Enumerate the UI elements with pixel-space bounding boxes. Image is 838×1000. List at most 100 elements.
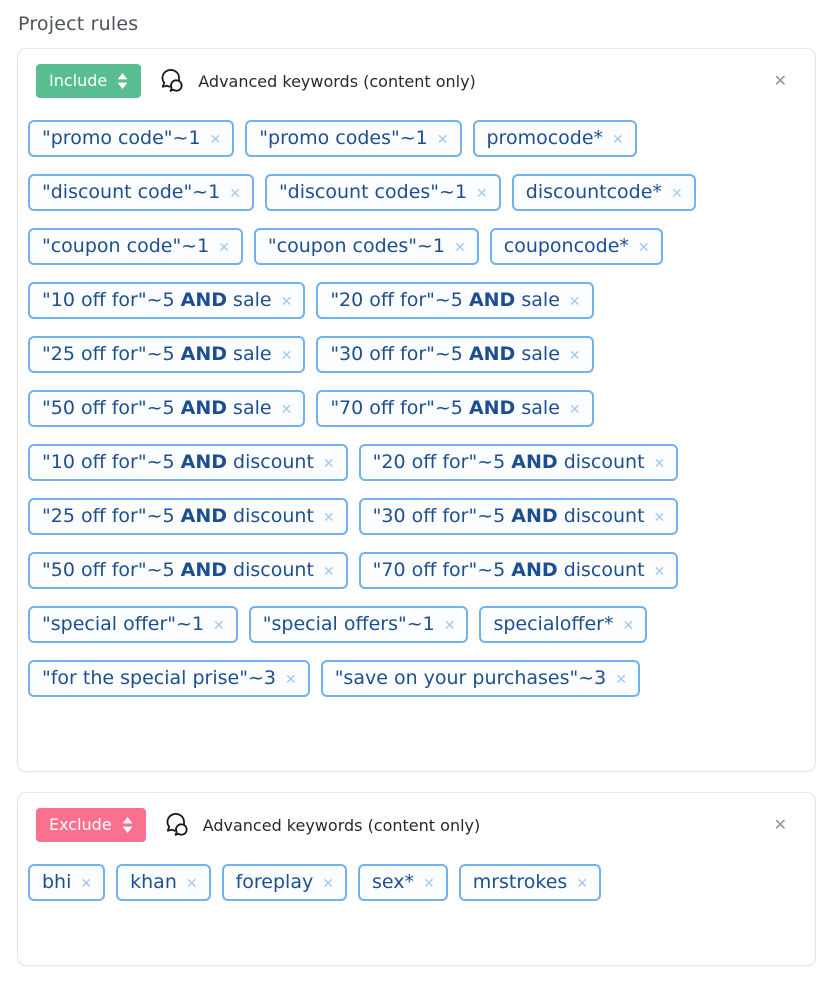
keyword-tag-label: "50 off for"~5 AND sale xyxy=(42,397,272,419)
keyword-tag-label: "50 off for"~5 AND discount xyxy=(42,559,314,581)
remove-tag-icon[interactable]: ✕ xyxy=(322,455,335,472)
remove-tag-icon[interactable]: ✕ xyxy=(209,131,222,148)
keyword-tag: couponcode* ✕ xyxy=(489,228,663,265)
keyword-tag: "coupon codes"~1 ✕ xyxy=(253,228,479,265)
keyword-tag: "10 off for"~5 AND sale ✕ xyxy=(28,282,306,319)
close-panel-icon[interactable]: ✕ xyxy=(773,71,787,90)
keyword-tag: "30 off for"~5 AND sale ✕ xyxy=(316,336,594,373)
keyword-tag-label: mrstrokes xyxy=(472,871,568,893)
keyword-tag: bhi ✕ xyxy=(28,864,106,901)
keyword-tag: promocode* ✕ xyxy=(472,120,637,157)
remove-tag-icon[interactable]: ✕ xyxy=(637,239,650,256)
keyword-tag: "promo codes"~1 ✕ xyxy=(245,120,462,157)
remove-tag-icon[interactable]: ✕ xyxy=(454,239,466,256)
remove-tag-icon[interactable]: ✕ xyxy=(653,563,666,580)
remove-tag-icon[interactable]: ✕ xyxy=(185,875,198,892)
keyword-tag: khan ✕ xyxy=(116,864,211,901)
keyword-tag-label: "promo codes"~1 xyxy=(259,127,428,149)
remove-tag-icon[interactable]: ✕ xyxy=(622,617,635,634)
keyword-tag-label: "10 off for"~5 AND sale xyxy=(42,289,272,311)
keyword-tag-label: bhi xyxy=(42,871,72,893)
remove-tag-icon[interactable]: ✕ xyxy=(280,293,293,310)
remove-tag-icon[interactable]: ✕ xyxy=(229,185,241,202)
remove-tag-icon[interactable]: ✕ xyxy=(576,875,589,892)
keyword-tag: "20 off for"~5 AND sale✕ xyxy=(316,282,594,319)
keyword-tag-label: "for the special prise"~3 xyxy=(42,667,276,689)
keyword-tag-label: sex* xyxy=(371,871,414,893)
keyword-tag-label: "30 off for"~5 AND discount xyxy=(372,505,645,527)
keyword-tag: "10 off for"~5 AND discount ✕ xyxy=(28,444,348,481)
keyword-tag-label: "special offers"~1 xyxy=(262,613,435,635)
keyword-tag: sex* ✕ xyxy=(357,864,448,901)
remove-tag-icon[interactable]: ✕ xyxy=(218,239,230,256)
include-panel-header: Include Advanced keywords (content only)… xyxy=(18,49,815,98)
rule-type-label: Advanced keywords (content only) xyxy=(198,71,476,91)
sort-arrows-icon xyxy=(122,816,133,833)
keyword-tag: mrstrokes ✕ xyxy=(458,864,602,901)
remove-tag-icon[interactable]: ✕ xyxy=(80,875,93,892)
keyword-tag-label: promocode* xyxy=(486,127,604,149)
page-title: Project rules xyxy=(18,13,139,35)
keyword-tag-label: "promo code"~1 xyxy=(42,127,201,149)
remove-tag-icon[interactable]: ✕ xyxy=(213,617,225,634)
remove-tag-icon[interactable]: ✕ xyxy=(568,347,581,364)
remove-tag-icon[interactable]: ✕ xyxy=(322,875,334,892)
chat-bubbles-icon xyxy=(163,811,192,839)
chat-bubbles-icon xyxy=(158,67,187,95)
keyword-tag-label: "discount code"~1 xyxy=(42,181,221,203)
keyword-tag-label: "25 off for"~5 AND sale xyxy=(42,343,272,365)
remove-tag-icon[interactable]: ✕ xyxy=(653,455,666,472)
exclude-panel-header: Exclude Advanced keywords (content only)… xyxy=(18,793,815,842)
remove-tag-icon[interactable]: ✕ xyxy=(436,131,449,148)
remove-tag-icon[interactable]: ✕ xyxy=(284,671,297,688)
remove-tag-icon[interactable]: ✕ xyxy=(322,509,335,526)
remove-tag-icon[interactable]: ✕ xyxy=(476,185,488,202)
rule-type-label: Advanced keywords (content only) xyxy=(202,815,481,835)
keyword-tag-label: "30 off for"~5 AND sale xyxy=(330,343,560,365)
close-panel-icon[interactable]: ✕ xyxy=(773,815,787,834)
keyword-tag-label: "10 off for"~5 AND discount xyxy=(42,451,314,473)
keyword-tag-label: "70 off for"~5 AND sale xyxy=(330,397,560,419)
rule-mode-select[interactable]: Include xyxy=(36,64,142,98)
keyword-tag-label: "20 off for"~5 AND discount xyxy=(372,451,645,473)
keyword-tag: "discount codes"~1 ✕ xyxy=(264,174,501,211)
remove-tag-icon[interactable]: ✕ xyxy=(322,563,335,580)
keyword-tag: "special offer"~1 ✕ xyxy=(28,606,238,643)
remove-tag-icon[interactable]: ✕ xyxy=(280,401,293,418)
keyword-tag-label: "70 off for"~5 AND discount xyxy=(372,559,645,581)
keyword-tag: "25 off for"~5 AND discount✕ xyxy=(28,498,348,535)
exclude-rule-panel: Exclude Advanced keywords (content only)… xyxy=(17,792,816,966)
include-keyword-tags: "promo code"~1✕"promo codes"~1✕promocode… xyxy=(18,98,815,771)
remove-tag-icon[interactable]: ✕ xyxy=(612,131,624,148)
keyword-tag: foreplay✕ xyxy=(221,864,347,901)
keyword-tag-label: "coupon code"~1 xyxy=(42,235,210,257)
sort-arrows-icon xyxy=(117,72,128,89)
rule-mode-label: Include xyxy=(49,71,108,90)
remove-tag-icon[interactable]: ✕ xyxy=(568,401,581,418)
rule-mode-select[interactable]: Exclude xyxy=(36,808,146,842)
keyword-tag-label: "coupon codes"~1 xyxy=(267,235,446,257)
keyword-tag: "70 off for"~5 AND discount ✕ xyxy=(358,552,679,589)
remove-tag-icon[interactable]: ✕ xyxy=(653,509,666,526)
keyword-tag-label: couponcode* xyxy=(503,235,629,257)
remove-tag-icon[interactable]: ✕ xyxy=(280,347,293,364)
remove-tag-icon[interactable]: ✕ xyxy=(443,617,456,634)
keyword-tag-label: "discount codes"~1 xyxy=(278,181,468,203)
keyword-tag-label: "special offer"~1 xyxy=(42,613,205,635)
rule-mode-label: Exclude xyxy=(49,815,112,834)
exclude-keyword-tags: bhi✕khan✕foreplay✕sex*✕mrstrokes✕ xyxy=(18,842,815,965)
keyword-tag-label: khan xyxy=(130,871,177,893)
keyword-tag: "for the special prise"~3 ✕ xyxy=(28,660,310,697)
keyword-tag: "save on your purchases"~3✕ xyxy=(320,660,641,697)
remove-tag-icon[interactable]: ✕ xyxy=(422,875,435,892)
keyword-tag: "discount code"~1 ✕ xyxy=(28,174,254,211)
keyword-tag: "20 off for"~5 AND discount ✕ xyxy=(358,444,679,481)
keyword-tag-label: specialoffer* xyxy=(493,613,614,635)
keyword-tag: specialoffer* ✕ xyxy=(479,606,648,643)
remove-tag-icon[interactable]: ✕ xyxy=(670,185,683,202)
keyword-tag: "30 off for"~5 AND discount ✕ xyxy=(358,498,679,535)
remove-tag-icon[interactable]: ✕ xyxy=(568,293,581,310)
include-rule-panel: Include Advanced keywords (content only)… xyxy=(17,48,816,772)
remove-tag-icon[interactable]: ✕ xyxy=(615,671,628,688)
